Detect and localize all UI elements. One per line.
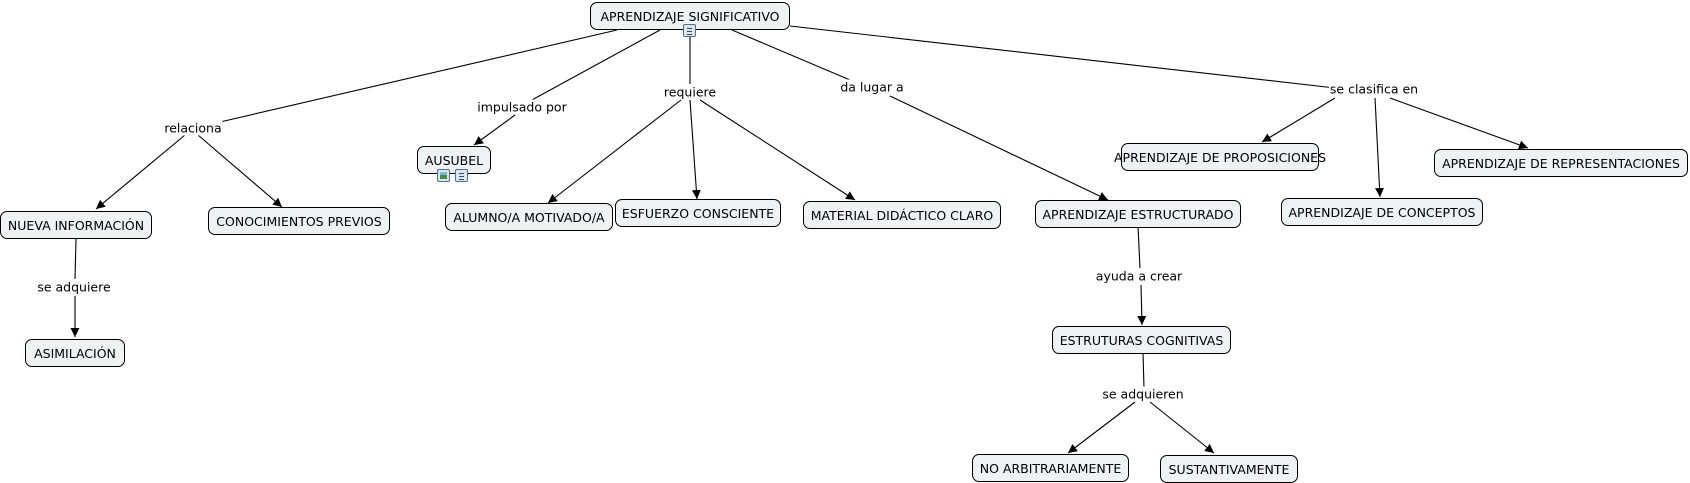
link-root-da-lugar: [731, 29, 851, 81]
concept-asimilacion[interactable]: ASIMILACIÓN: [25, 339, 125, 367]
concept-aprendizaje-conceptos[interactable]: APRENDIZAJE DE CONCEPTOS: [1281, 198, 1483, 226]
link-clasifica-proposiciones: [1261, 97, 1336, 143]
link-clasifica-representaciones: [1389, 97, 1529, 150]
concept-aprendizaje-proposiciones[interactable]: APRENDIZAJE DE PROPOSICIONES: [1114, 143, 1326, 171]
concept-estructuras-cognitivas[interactable]: ESTRUTURAS COGNITIVAS: [1052, 326, 1231, 354]
link-root-impulsado: [529, 29, 661, 102]
link-nueva-seadquiere: [74, 238, 77, 280]
link-seadquieren-sustantivamente: [1149, 401, 1215, 454]
linking-phrase-se-adquieren[interactable]: se adquieren: [1101, 386, 1185, 402]
link-relaciona-nueva: [95, 134, 186, 210]
linking-phrase-impulsado-por[interactable]: impulsado por: [476, 99, 568, 115]
link-root-clasifica: [789, 25, 1336, 89]
image-icon[interactable]: [437, 169, 450, 182]
linking-phrase-requiere[interactable]: requiere: [662, 84, 718, 100]
concept-material-didactico[interactable]: MATERIAL DIDÁCTICO CLARO: [803, 201, 1001, 229]
link-clasifica-conceptos: [1374, 97, 1385, 198]
link-relaciona-conocimientos: [197, 134, 283, 208]
linking-phrase-relaciona[interactable]: relaciona: [163, 120, 223, 136]
concept-esfuerzo-consciente[interactable]: ESFUERZO CONSCIENTE: [615, 199, 781, 227]
link-requiere-alumno: [547, 99, 682, 204]
linking-phrase-se-clasifica-en[interactable]: se clasifica en: [1328, 81, 1420, 97]
concept-no-arbitrariamente[interactable]: NO ARBITRARIAMENTE: [972, 454, 1129, 482]
concept-conocimientos-previos[interactable]: CONOCIMIENTOS PREVIOS: [208, 207, 390, 235]
link-requiere-material: [699, 99, 856, 201]
linking-phrase-se-adquiere[interactable]: se adquiere: [36, 279, 112, 295]
link-impulsado-ausubel: [473, 114, 516, 146]
link-root-relaciona: [219, 29, 618, 123]
concept-ausubel[interactable]: AUSUBEL: [417, 146, 491, 174]
link-requiere-esfuerzo: [689, 99, 701, 200]
concept-sustantivamente[interactable]: SUSTANTIVAMENTE: [1160, 455, 1298, 483]
concept-alumno-motivado[interactable]: ALUMNO/A MOTIVADO/A: [445, 203, 613, 231]
link-ayuda-estructuras: [1137, 284, 1147, 326]
link-dalugar-estructurado: [889, 95, 1109, 201]
concept-aprendizaje-representaciones[interactable]: APRENDIZAJE DE REPRESENTACIONES: [1434, 149, 1688, 177]
link-seadquieren-noarbitrario: [1067, 401, 1136, 454]
concept-aprendizaje-significativo[interactable]: APRENDIZAJE SIGNIFICATIVO: [590, 2, 790, 30]
document-icon[interactable]: [455, 169, 468, 182]
linking-phrase-ayuda-a-crear[interactable]: ayuda a crear: [1094, 268, 1184, 284]
link-estructurado-ayuda: [1137, 225, 1141, 269]
concept-aprendizaje-estructurado[interactable]: APRENDIZAJE ESTRUCTURADO: [1035, 200, 1241, 228]
document-icon[interactable]: [683, 24, 696, 37]
link-estructuras-seadquieren: [1142, 352, 1145, 389]
concept-nueva-informacion[interactable]: NUEVA INFORMACIÓN: [0, 211, 152, 239]
linking-phrase-da-lugar-a[interactable]: da lugar a: [839, 79, 905, 95]
